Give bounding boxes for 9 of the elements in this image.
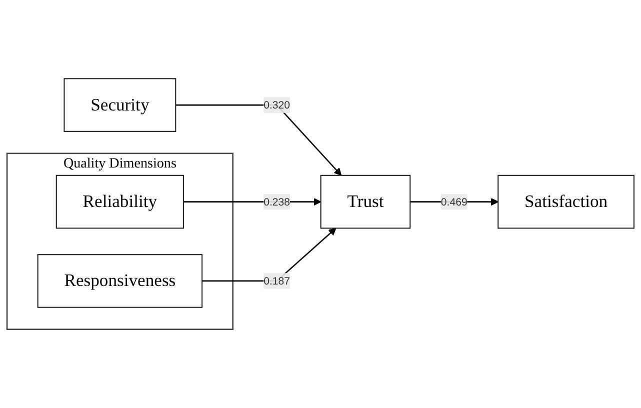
node-box: Responsiveness — [37, 254, 203, 308]
node-box: Trust — [320, 174, 411, 229]
node-box: Satisfaction — [498, 174, 634, 229]
edge-label: 0.187 — [264, 274, 290, 288]
node-box: Security — [64, 78, 176, 132]
edge-label: 0.238 — [264, 196, 290, 208]
edge-label: 0.469 — [440, 196, 468, 208]
node-box: Reliability — [56, 174, 184, 229]
edge-label: 0.320 — [264, 98, 290, 112]
